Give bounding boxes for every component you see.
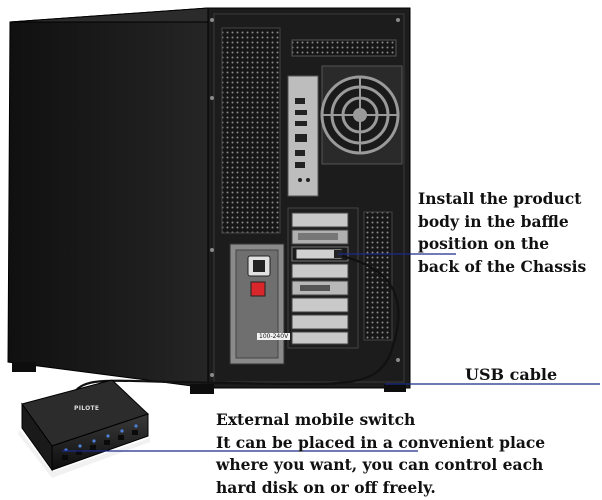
- expansion-slots: [291, 212, 349, 345]
- callout-install-line: back of the Chassis: [418, 256, 587, 276]
- left-mesh-vent: [221, 27, 281, 234]
- rear-fan: [320, 65, 403, 165]
- callout-install-line: position on the: [418, 234, 550, 253]
- top-mesh-vent: [291, 39, 397, 57]
- external-switch-box: [18, 379, 150, 478]
- case-screws: [210, 18, 400, 377]
- case-side-panel: [7, 7, 209, 389]
- power-supply: [229, 243, 285, 365]
- power-switch: [250, 281, 266, 297]
- callout-install-line: body in the baffle: [418, 211, 569, 231]
- right-mesh-vent: [363, 211, 393, 341]
- callout-install: Install the product body in the baffle p…: [418, 188, 602, 278]
- callout-install-line: Install the product: [418, 189, 582, 208]
- callout-switch-line: hard disk on or off freely.: [216, 477, 436, 497]
- callout-switch-line: It can be placed in a convenient place: [216, 432, 546, 452]
- callout-switch-line: External mobile switch: [216, 410, 416, 429]
- switch-brand-label: PILOTE: [74, 405, 100, 412]
- psu-voltage-label: 100-240V: [257, 333, 291, 340]
- callout-switch-line: where you want, you can control each: [216, 455, 544, 474]
- io-ports: [295, 98, 310, 182]
- callout-usb-cable: USB cable: [465, 365, 558, 384]
- callout-external-switch: External mobile switch It can be placed …: [216, 409, 545, 499]
